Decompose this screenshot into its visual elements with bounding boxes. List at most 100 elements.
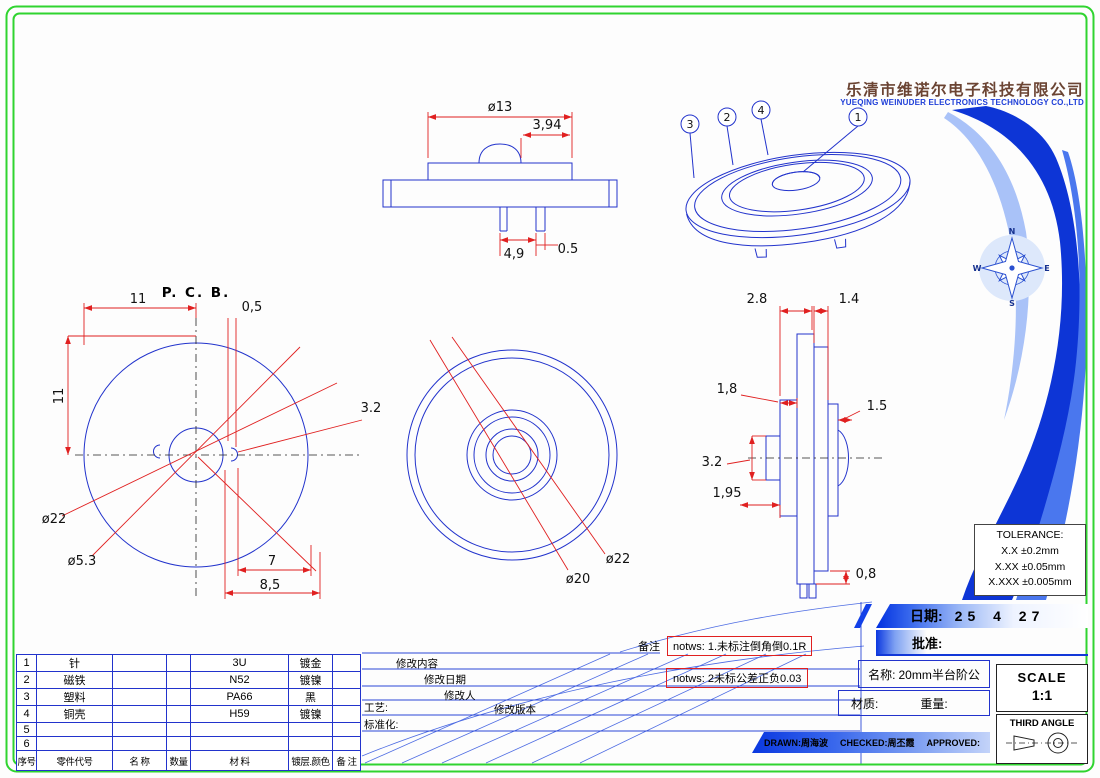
table-row: 3 塑料 PA66 黑: [16, 688, 361, 706]
bom-code: 铜壳: [36, 705, 113, 723]
approve-label: 批准:: [912, 635, 943, 651]
bom-name: [112, 688, 167, 706]
process-label: 工艺:: [364, 702, 388, 714]
compass-w: W: [973, 264, 982, 273]
dim-28: 2.8: [747, 292, 768, 307]
compass-s: S: [1009, 299, 1015, 308]
revision-content-label: 修改内容: [396, 658, 438, 670]
pcb-view-label: P. C. B.: [162, 285, 230, 301]
dim-15: 1.5: [867, 399, 888, 414]
bom-no: 1: [16, 654, 37, 672]
approve-band: 批准:: [876, 630, 1088, 656]
bom-header-plating: 镀层.颜色: [288, 750, 333, 771]
revision-grid: [362, 602, 862, 764]
scale-value: 1:1: [1031, 687, 1053, 703]
bom-header-no: 序号: [16, 750, 37, 771]
dim-85: 8,5: [260, 578, 281, 593]
bom-plating: [288, 722, 333, 737]
part-name-value: 20mm半台阶公: [898, 667, 980, 682]
compass-rose-icon: N E S W: [973, 227, 1050, 308]
bom-plating: 镀镍: [288, 705, 333, 723]
bom-header-row: 序号 零件代号 名 称 数量 材 料 镀层.颜色 备 注: [16, 750, 361, 771]
revision-person-label: 修改人: [444, 690, 476, 702]
bom-qty: [166, 736, 191, 751]
decor-lines: [361, 601, 873, 764]
date-label: 日期:: [910, 608, 943, 624]
dim-dia53: ø5.3: [68, 554, 97, 569]
dim-195: 1,95: [713, 486, 742, 501]
bom-plating: [288, 736, 333, 751]
bom-qty: [166, 705, 191, 723]
sheet-border: [5, 5, 1095, 773]
note-1: 备注 notws: 1.未标注倒角倒0.1R: [638, 636, 813, 656]
bom-remark: [332, 688, 361, 706]
bom-code: [36, 736, 113, 751]
bom-name: [112, 671, 167, 689]
bom-material: H59: [190, 705, 289, 723]
third-angle-symbol-icon: [1006, 732, 1078, 754]
dim-dia13: ø13: [488, 100, 513, 115]
bom-remark: [332, 705, 361, 723]
table-row: 2 磁铁 N52 镀镍: [16, 671, 361, 689]
dim-32-pcb: 3.2: [361, 401, 382, 416]
bom-code: 针: [36, 654, 113, 672]
bom-code: 塑料: [36, 688, 113, 706]
bom-remark: [332, 671, 361, 689]
third-angle-box: THIRD ANGLE: [996, 714, 1088, 764]
bom-no: 4: [16, 705, 37, 723]
dim-dia22-pcb: ø22: [42, 512, 67, 527]
dim-7: 7: [268, 554, 276, 569]
signature-band: DRAWN:周海波 CHECKED:周丕霞 APPROVED:: [752, 732, 990, 753]
standardization-label: 标准化:: [364, 719, 399, 731]
dim-05-pcb: 0,5: [242, 300, 263, 315]
tolerance-box: TOLERANCE: X.X ±0.2mm X.XX ±0.05mm X.XXX…: [974, 524, 1086, 596]
bom-material: PA66: [190, 688, 289, 706]
bom-code: 磁铁: [36, 671, 113, 689]
front-view-dims: [427, 112, 573, 256]
note-2-text: notws: 2未标公差正负0.03: [666, 668, 809, 688]
third-angle-label: THIRD ANGLE: [1009, 718, 1075, 729]
bom-name: [112, 705, 167, 723]
bom-material: [190, 722, 289, 737]
drawn-by: DRAWN:周海波: [764, 738, 828, 748]
dim-14: 1.4: [839, 292, 860, 307]
material-label: 材质:: [851, 696, 879, 711]
bom-remark: [332, 722, 361, 737]
side-view: [765, 333, 849, 599]
dim-394: 3,94: [533, 118, 562, 133]
bom-plating: 黑: [288, 688, 333, 706]
company-name-cn: 乐清市维诺尔电子科技有限公司: [845, 82, 1084, 99]
bom-no: 3: [16, 688, 37, 706]
dim-dia22-face: ø22: [606, 552, 631, 567]
checked-by: CHECKED:周丕霞: [840, 738, 915, 748]
side-view-dims: [726, 306, 861, 585]
note-1-text: notws: 1.未标注倒角倒0.1R: [667, 636, 813, 656]
bom-header-name: 名 称: [112, 750, 167, 771]
bom-qty: [166, 722, 191, 737]
pcb-centerlines: [75, 318, 362, 600]
bom-no: 6: [16, 736, 37, 751]
dim-49: 4,9: [504, 247, 525, 262]
dim-18: 1,8: [717, 382, 738, 397]
bom-name: [112, 722, 167, 737]
front-view: [382, 143, 618, 232]
bom-material: N52: [190, 671, 289, 689]
balloon-2: 2: [724, 111, 731, 124]
bom-header-remark: 备 注: [332, 750, 361, 771]
bom-table: 1 针 3U 镀金 2 磁铁 N52 镀镍 3 塑料: [16, 654, 361, 771]
tolerance-line1: X.X ±0.2mm: [1001, 544, 1059, 557]
bom-remark: [332, 654, 361, 672]
material-box: 材质: 重量:: [838, 690, 990, 716]
bom-header-qty: 数量: [166, 750, 191, 771]
dim-11h: 11: [130, 292, 147, 307]
tolerance-line2: X.XX ±0.05mm: [994, 560, 1066, 573]
bom-no: 2: [16, 671, 37, 689]
note-prefix: 备注: [638, 641, 660, 653]
bom-name: [112, 654, 167, 672]
balloon-1: 1: [855, 111, 862, 124]
bom-code: [36, 722, 113, 737]
scale-box: SCALE 1:1: [996, 664, 1088, 712]
balloon-3: 3: [687, 118, 694, 131]
